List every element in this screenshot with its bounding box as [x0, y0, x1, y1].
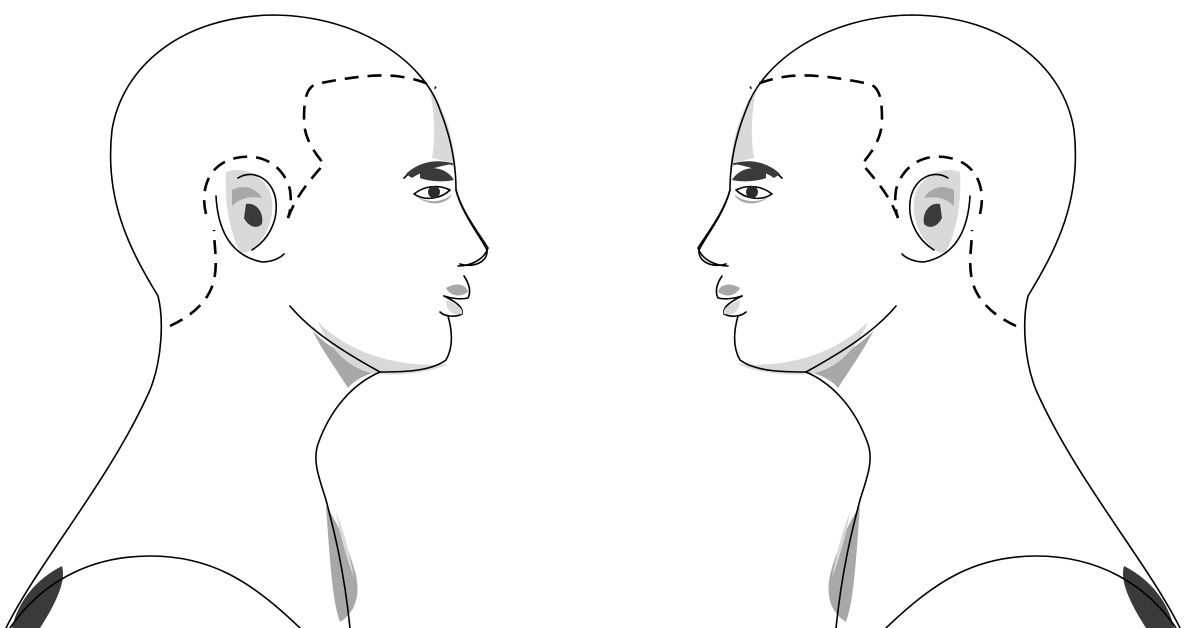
left-head-profile [6, 15, 488, 628]
right-head-profile [698, 15, 1180, 628]
